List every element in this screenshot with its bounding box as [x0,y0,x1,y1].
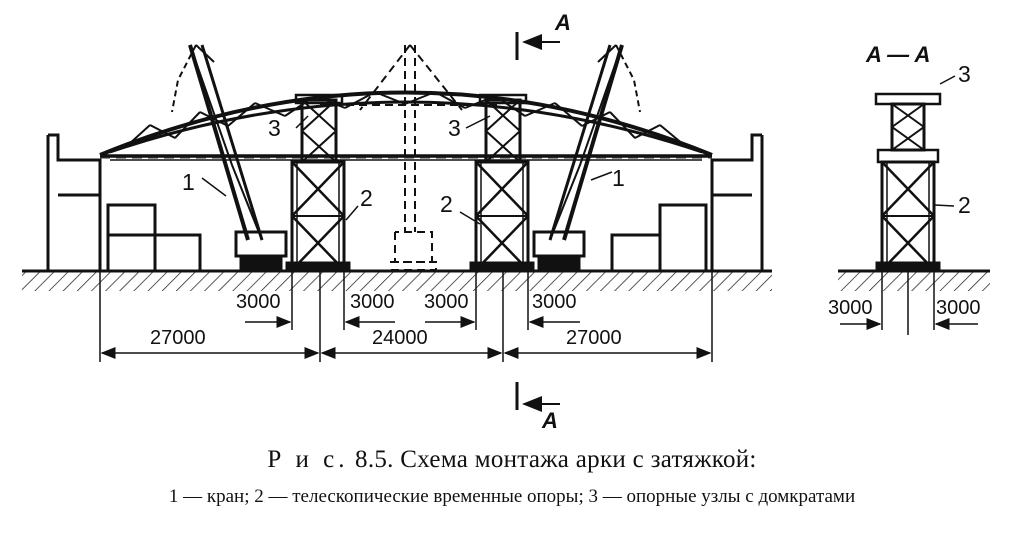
arch-truss [99,90,713,161]
dim-3000-4: 3000 [532,291,577,313]
section-dim-3000-right: 3000 [936,297,981,319]
caption-title: 8.5. Схема монтажа арки с затяжкой: [355,446,757,473]
dim-27000-left: 27000 [150,327,206,349]
support-label-left: 2 [360,185,373,211]
figure-caption: Р и с. 8.5. Схема монтажа арки с затяжко… [0,446,1024,474]
left-crane [171,44,288,270]
dim-27000-right: 27000 [566,327,622,349]
crane-label-left: 1 [182,169,195,195]
node-label-left: 3 [268,115,281,141]
left-temporary-support [285,93,351,272]
node-label-right: 3 [448,115,461,141]
caption-prefix: Р и с. [267,446,349,473]
section-title: A — A [865,42,930,67]
dim-3000-1: 3000 [236,291,281,313]
support-label-right: 2 [440,191,453,217]
right-crane [532,44,641,270]
section-node-label: 3 [958,61,971,87]
dim-3000-3: 3000 [424,291,469,313]
dim-24000: 24000 [372,327,428,349]
section-mark-bottom: A [541,408,558,433]
crane-label-right: 1 [612,165,625,191]
right-building [610,133,764,271]
right-temporary-support [469,93,535,272]
figure-legend: 1 — кран; 2 — телескопические временные … [168,486,856,507]
center-crane-dashed [320,44,500,271]
leader-lines [201,75,956,225]
section-dim-3000-left: 3000 [828,297,873,319]
section-dimension-lines [840,271,978,335]
section-mark-top: A [554,10,571,35]
section-view-support [874,92,942,272]
dim-3000-2: 3000 [350,291,395,313]
section-marker-bottom [515,382,560,412]
dimension-lines [99,271,713,362]
left-building [46,133,202,271]
ground [22,269,990,291]
section-marker-top [515,32,560,60]
section-support-label: 2 [958,192,971,218]
